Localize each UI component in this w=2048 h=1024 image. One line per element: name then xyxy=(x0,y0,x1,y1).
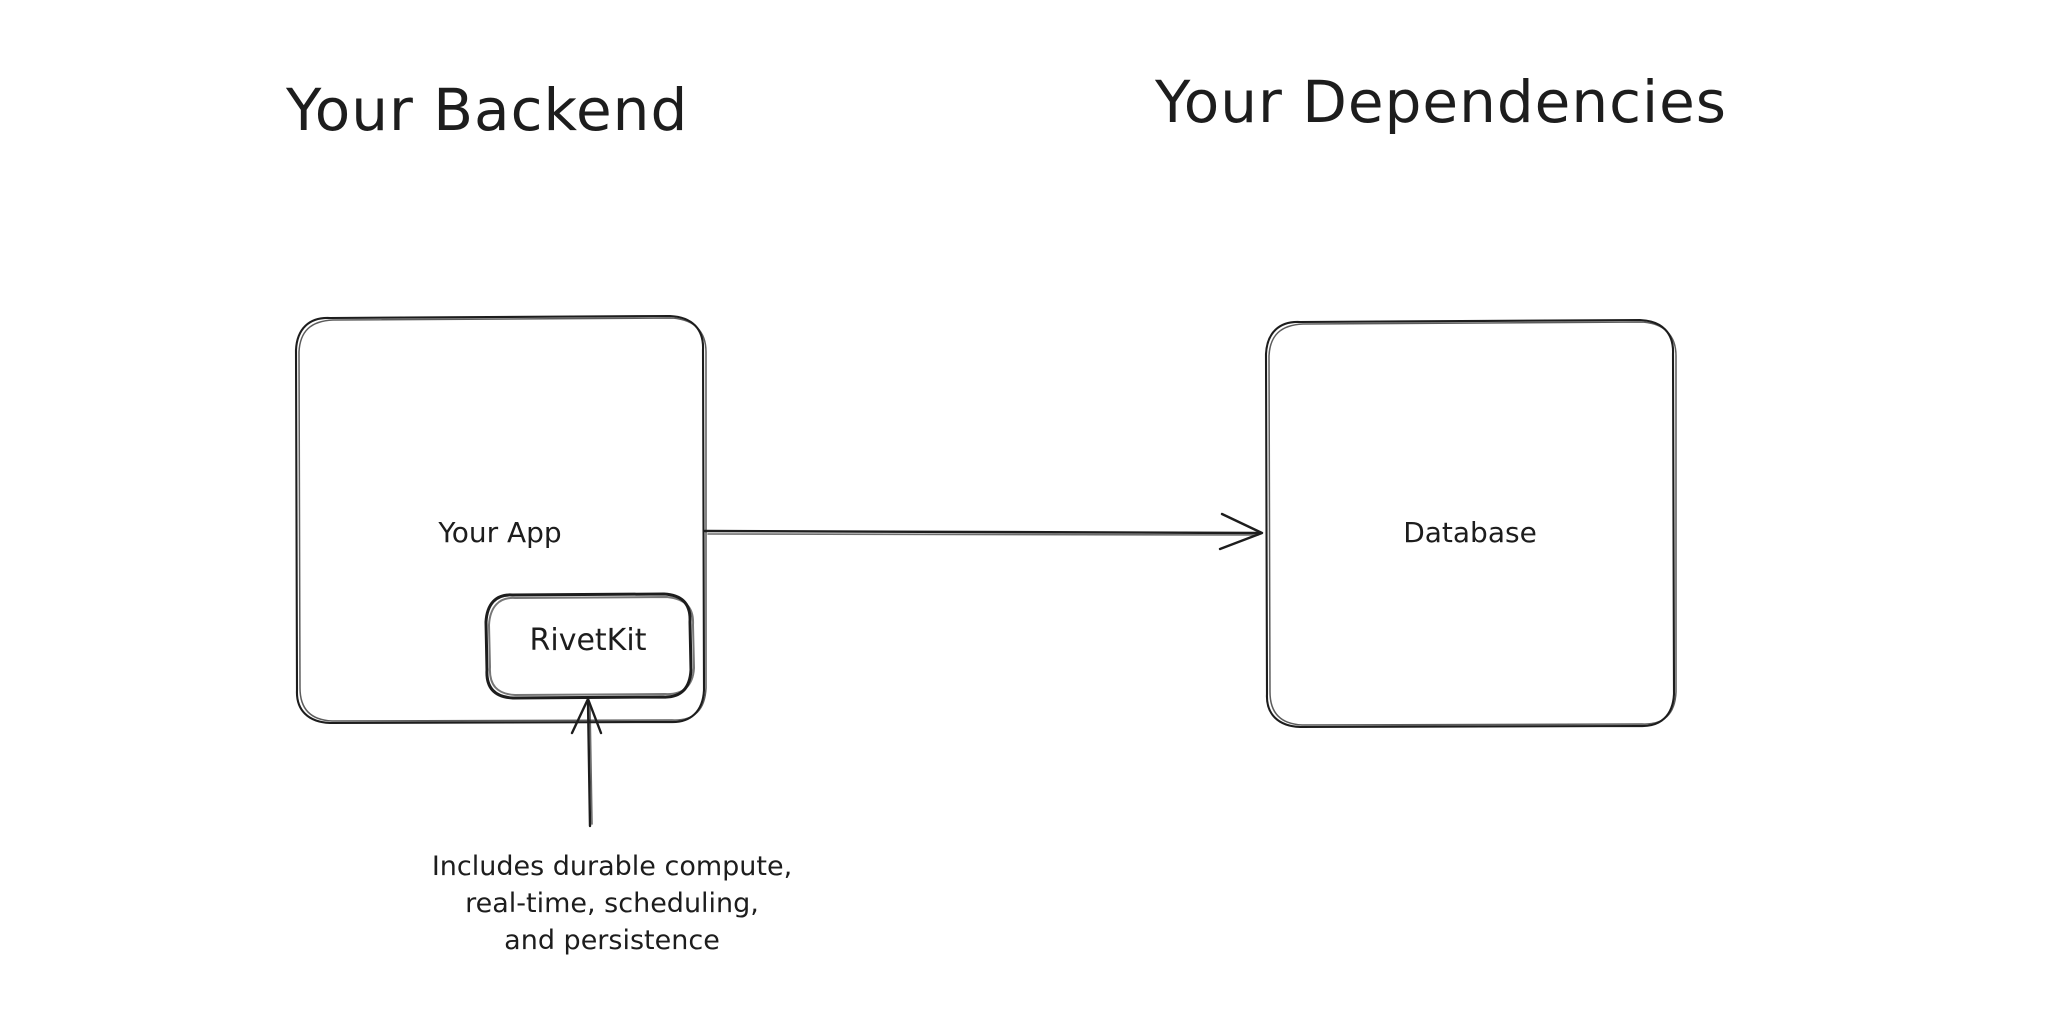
section-title-dependencies: Your Dependencies xyxy=(1154,68,1727,136)
annotation-rivetkit-note: Includes durable compute, real-time, sch… xyxy=(432,851,792,956)
database-box-outline xyxy=(1264,318,1676,729)
annotation-line-1: Includes durable compute, xyxy=(432,851,792,882)
edge-annotation-to-rivetkit[interactable] xyxy=(570,697,603,828)
node-database[interactable]: Database xyxy=(1264,318,1677,729)
database-box-outline-sketch xyxy=(1268,321,1677,726)
annotation-to-rivetkit-arrowhead xyxy=(570,697,603,735)
node-rivetkit[interactable]: RivetKit xyxy=(484,592,695,700)
app-to-database-line xyxy=(703,529,1262,535)
annotation-line-2: real-time, scheduling, xyxy=(465,888,759,919)
annotation-to-rivetkit-line-sketch xyxy=(589,704,593,825)
rivetkit-box-outline-sketch xyxy=(488,596,695,696)
section-title-backend: Your Backend xyxy=(285,76,688,144)
your-app-box-outline-sketch xyxy=(298,317,707,722)
app-to-database-arrowhead xyxy=(1218,512,1264,551)
annotation-line-3: and persistence xyxy=(504,925,720,956)
edge-app-to-database[interactable] xyxy=(703,512,1264,551)
app-to-database-line-sketch xyxy=(707,533,1259,536)
rivetkit-label: RivetKit xyxy=(530,623,647,658)
database-label: Database xyxy=(1403,516,1537,549)
node-your-app[interactable]: Your App xyxy=(294,314,707,725)
annotation-to-rivetkit-line xyxy=(586,699,592,828)
your-app-label: Your App xyxy=(437,516,561,549)
your-app-box-outline xyxy=(294,314,706,725)
